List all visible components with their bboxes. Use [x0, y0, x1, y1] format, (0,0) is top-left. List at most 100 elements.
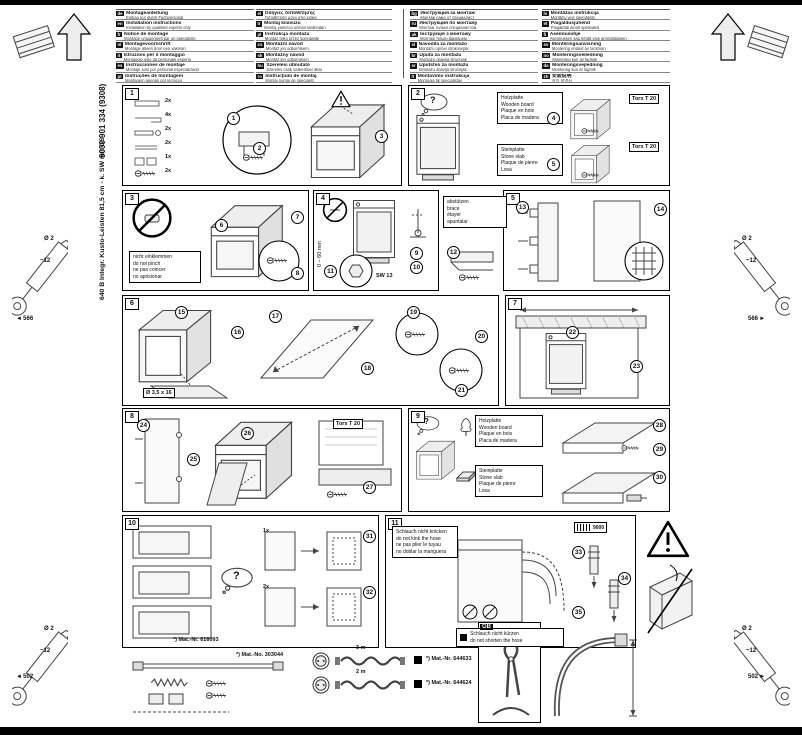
language-title: Montážny návod	[265, 52, 305, 58]
strip-length-label: 566	[16, 316, 33, 322]
panel-number: 3	[125, 193, 139, 205]
note-line: nicht einklemmen	[133, 254, 172, 260]
language-code-badge: bg	[410, 10, 419, 17]
language-note: Montaje sólo por personal especializado	[125, 68, 199, 73]
note-line: Plaque de pierre	[479, 481, 516, 487]
language-title: Instrucţiuni de montaj	[265, 73, 317, 79]
front-panel-layout-sketch	[259, 319, 375, 379]
language-code-badge: el	[256, 10, 263, 17]
model-designation: 640 B Integr. Kusto-Leisten 81,5 cm - k.…	[99, 137, 106, 300]
language-note: Montáž jen odborníkem	[265, 47, 309, 52]
language-note: 설치 설명서	[551, 78, 572, 83]
drill-diameter-label: Ø 2	[742, 236, 752, 242]
open-door-iso-sketch	[138, 309, 229, 399]
step-callout: 32	[363, 586, 376, 599]
language-legend-col-3: bg Инструкция за монтаж Монтаж само от с…	[410, 9, 538, 84]
hose-ends-sketch	[588, 545, 620, 622]
strip-length-label: 502	[748, 674, 765, 680]
language-code-badge: sr	[410, 63, 418, 69]
step-callout: 3	[375, 130, 388, 143]
note-line: Holzplatte	[501, 95, 524, 101]
spare-part-code-strip: 9000	[574, 522, 608, 533]
note-line: no doblar la manguera	[396, 548, 447, 555]
language-code-badge: it	[116, 52, 122, 59]
torx-label: Torx T 20	[629, 142, 660, 152]
hose-kit-badge	[414, 680, 422, 688]
corner-arrow-sketch-left	[12, 13, 92, 61]
barcode-icon	[577, 524, 591, 531]
language-text: Montageanleitung Einbau nur durch Fachpe…	[126, 11, 183, 20]
language-code-badge: lt	[410, 73, 416, 80]
step-callout: 22	[566, 326, 579, 339]
language-text: Asennusohje Asennuksen saa tehdä vain am…	[550, 32, 627, 41]
language-title: Инструкция по монтажу	[419, 21, 478, 27]
language-text: Instrucciones de montaje Montaje sólo po…	[126, 63, 199, 72]
panel-step-5: 5 13 14	[503, 190, 670, 291]
language-note: Монтаж само от специалист	[420, 15, 475, 20]
note-line: ne pas coincer	[133, 267, 166, 273]
note-line: Wooden board	[479, 424, 512, 431]
step-callout: 26	[241, 427, 254, 440]
language-title: Montážní návod	[265, 42, 303, 48]
language-title: Instrucciones de montaje	[125, 63, 185, 69]
countertop-iso-sketch	[570, 99, 611, 140]
language-code-badge: pl	[256, 31, 263, 38]
note-line: brace	[447, 205, 460, 212]
language-entry: ro Instrucţiuni de montaj Montaj numai d…	[256, 73, 392, 84]
panel-number: 5	[506, 193, 520, 205]
panel-number: 9	[411, 411, 425, 423]
language-note: Τοποθέτηση μόνο από ειδικό	[264, 15, 317, 20]
language-note: Montažu obavlja stručnjak	[419, 68, 467, 73]
language-text: Uputstvo za montažu Montažu obavlja stru…	[419, 63, 468, 72]
top-print-bar	[0, 0, 802, 5]
note-line: Schlauch nicht knicken	[396, 529, 447, 535]
language-note: Szerelés csak szakember által	[266, 68, 322, 73]
screw-detail-circles	[395, 312, 483, 392]
language-entry: fr Notice de montage Montage uniquement …	[116, 31, 254, 42]
language-title: Asennusohje	[549, 31, 581, 37]
drill-diameter-label: Ø 2	[44, 626, 54, 632]
language-text: Montaj kılavuzu Montaj yalnızca uzman ta…	[264, 21, 325, 30]
note-line: ne pas plier le tuyau	[396, 542, 441, 548]
height-dimension-label: 0 – 60 mm	[317, 241, 323, 267]
panel-step-11: 11 Schlauch nicht knicken do not kink th…	[385, 515, 636, 648]
language-title: Montagevoorschrift	[124, 42, 171, 48]
language-note: Montaż tylko przez specjalistę	[264, 36, 320, 41]
panel-number: 4	[316, 193, 330, 205]
drill-depth-label: ~12	[40, 258, 51, 264]
language-entry: lt Montavimo instrukcija Montuoja tik sp…	[410, 73, 538, 84]
step-callout: 15	[175, 306, 188, 319]
applicator-tool-sketch-bottom-left	[12, 619, 68, 710]
drill-diameter-label: Ø 2	[44, 236, 54, 242]
screw-spec-label: Ø 3,5 x 16	[143, 388, 175, 398]
language-text: Инструкция по монтажу Монтаж только спец…	[419, 21, 477, 30]
tree-icon	[460, 417, 472, 437]
language-note: Montering kun av fagfolk	[552, 57, 597, 62]
language-title: Monteringsanvisning	[551, 42, 602, 48]
step-callout: 12	[447, 246, 460, 259]
language-text: 安装说明 설치 설명서	[552, 74, 572, 83]
language-legend-col-1: de Montageanleitung Einbau nur durch Fac…	[116, 9, 254, 84]
note-line: Plaque en bois	[479, 431, 513, 437]
step-callout: 9	[410, 247, 423, 260]
corner-arrow-sketch-right	[710, 13, 790, 61]
open-dishwasher-sketch	[318, 420, 392, 498]
base-rail-screw-sketch	[561, 422, 657, 454]
hose-clamp-sketch	[492, 707, 530, 716]
language-text: Інструкція з монтажу Монтаж тільки фахів…	[420, 32, 471, 41]
torx-label: Torx T 20	[333, 419, 364, 429]
step-callout: 6	[215, 219, 228, 232]
language-title: Montaj kılavuzu	[264, 21, 301, 27]
language-title: Monteringsveiledning	[552, 52, 603, 58]
torx-label: Torx T 20	[629, 94, 660, 104]
panel-step-10: 10 ? 1x 31 2x 32 *) Mat.-Nr. 616093	[122, 515, 379, 648]
do-not-pinch-note: nicht einklemmen do not pinch ne pas coi…	[129, 251, 201, 283]
language-text: Инструкция за монтаж Монтаж само от спец…	[420, 11, 474, 20]
language-title: Instruções de montagem	[125, 73, 184, 79]
wrench-size-label: SW 13	[376, 273, 393, 279]
language-code-badge: fr	[116, 31, 123, 38]
stone-icon	[456, 471, 476, 482]
power-socket-icon	[312, 652, 330, 670]
language-title: Інструкція з монтажу	[420, 31, 471, 37]
language-code-badge: hr	[410, 52, 418, 59]
